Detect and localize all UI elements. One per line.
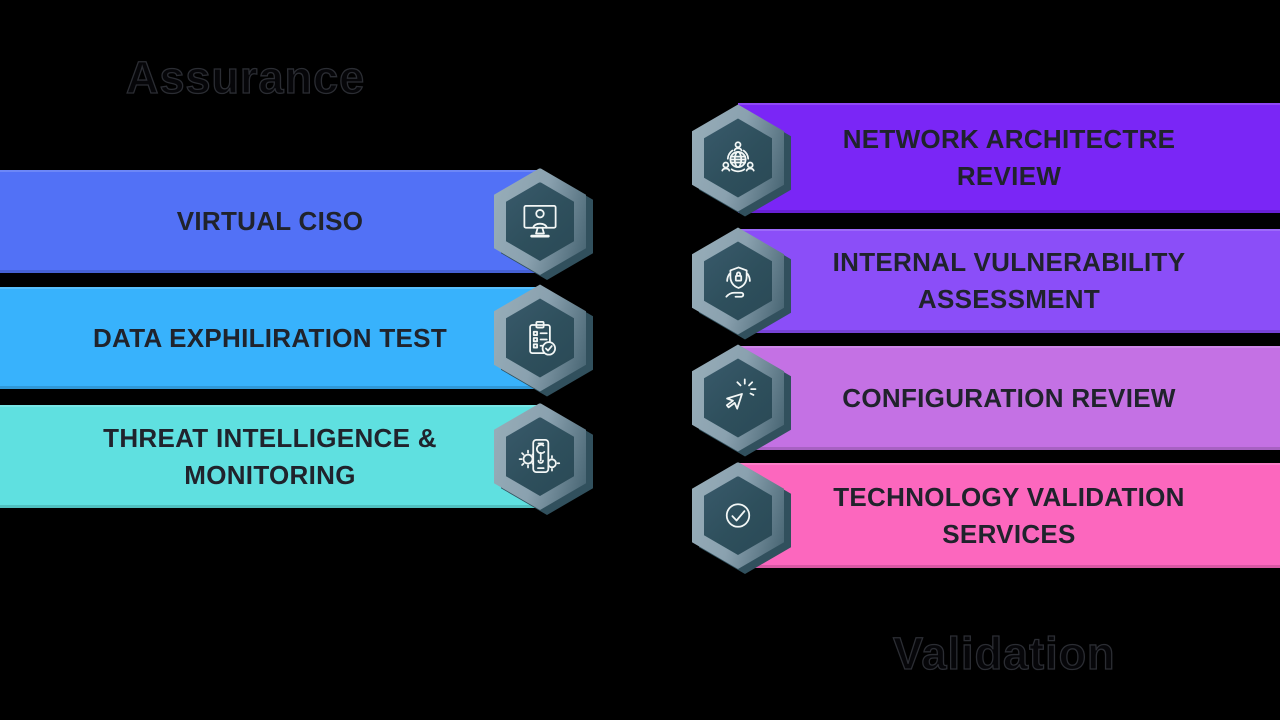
service-bar: INTERNAL VULNERABILITY ASSESSMENT — [692, 227, 1280, 340]
service-bar-fill: THREAT INTELLIGENCE & MONITORING — [0, 405, 540, 508]
hexagon-badge — [494, 168, 593, 280]
service-bar-fill: DATA EXPHILIRATION TEST — [0, 287, 540, 389]
service-bar: NETWORK ARCHITECTRE REVIEW — [692, 103, 1280, 217]
hexagon-shadow — [699, 109, 791, 217]
service-label: VIRTUAL CISO — [176, 206, 364, 237]
clipboard-check-icon — [515, 313, 565, 363]
hexagon-outer — [494, 403, 586, 510]
hexagon-inner — [704, 476, 772, 555]
service-bar-fill: NETWORK ARCHITECTRE REVIEW — [738, 103, 1280, 213]
service-bar: DATA EXPHILIRATION TEST — [0, 284, 593, 397]
hexagon-shadow — [699, 467, 791, 574]
hexagon-outer — [692, 462, 784, 569]
service-bar: THREAT INTELLIGENCE & MONITORING — [0, 403, 593, 515]
service-label: NETWORK ARCHITECTRE REVIEW — [842, 124, 1176, 191]
click-cursor-icon — [713, 373, 763, 423]
hexagon-outer — [494, 168, 586, 275]
global-network-icon — [713, 133, 763, 183]
hexagon-outer — [692, 344, 784, 452]
service-bar: TECHNOLOGY VALIDATION SERVICES — [692, 462, 1280, 574]
hexagon-badge — [692, 462, 791, 574]
hexagon-outer — [692, 104, 784, 212]
hexagon-shadow — [501, 289, 593, 397]
assurance-section-title: Assurance — [125, 51, 366, 103]
hexagon-shadow — [501, 408, 593, 515]
hexagon-inner — [704, 358, 772, 438]
hexagon-badge — [692, 227, 791, 340]
service-bar: CONFIGURATION REVIEW — [692, 344, 1280, 457]
hexagon-badge — [494, 284, 593, 397]
hexagon-inner — [704, 241, 772, 321]
hexagon-shadow — [699, 232, 791, 340]
hexagon-badge — [692, 104, 791, 217]
hexagon-inner — [704, 118, 772, 198]
service-label: INTERNAL VULNERABILITY ASSESSMENT — [832, 247, 1186, 314]
hexagon-outer — [494, 284, 586, 392]
service-bar-fill: VIRTUAL CISO — [0, 170, 540, 273]
shield-hand-icon — [713, 256, 763, 306]
device-tools-icon — [515, 432, 565, 482]
service-bar-fill: TECHNOLOGY VALIDATION SERVICES — [738, 463, 1280, 568]
validation-section-title: Validation — [892, 627, 1116, 679]
video-call-icon — [515, 197, 565, 247]
service-label: CONFIGURATION REVIEW — [842, 382, 1176, 413]
hexagon-badge — [494, 403, 593, 515]
hexagon-badge — [692, 344, 791, 457]
hexagon-outer — [692, 227, 784, 335]
service-label: DATA EXPHILIRATION TEST — [92, 322, 448, 353]
hexagon-shadow — [699, 349, 791, 457]
hexagon-inner — [506, 417, 574, 496]
service-bar: VIRTUAL CISO — [0, 168, 593, 280]
hexagon-shadow — [501, 173, 593, 280]
service-label: TECHNOLOGY VALIDATION SERVICES — [833, 481, 1185, 549]
hexagon-inner — [506, 298, 574, 378]
service-label: THREAT INTELLIGENCE & MONITORING — [103, 422, 437, 490]
hexagon-inner — [506, 182, 574, 261]
check-circle-icon — [713, 491, 763, 541]
service-bar-fill: INTERNAL VULNERABILITY ASSESSMENT — [738, 229, 1280, 333]
service-bar-fill: CONFIGURATION REVIEW — [738, 346, 1280, 450]
